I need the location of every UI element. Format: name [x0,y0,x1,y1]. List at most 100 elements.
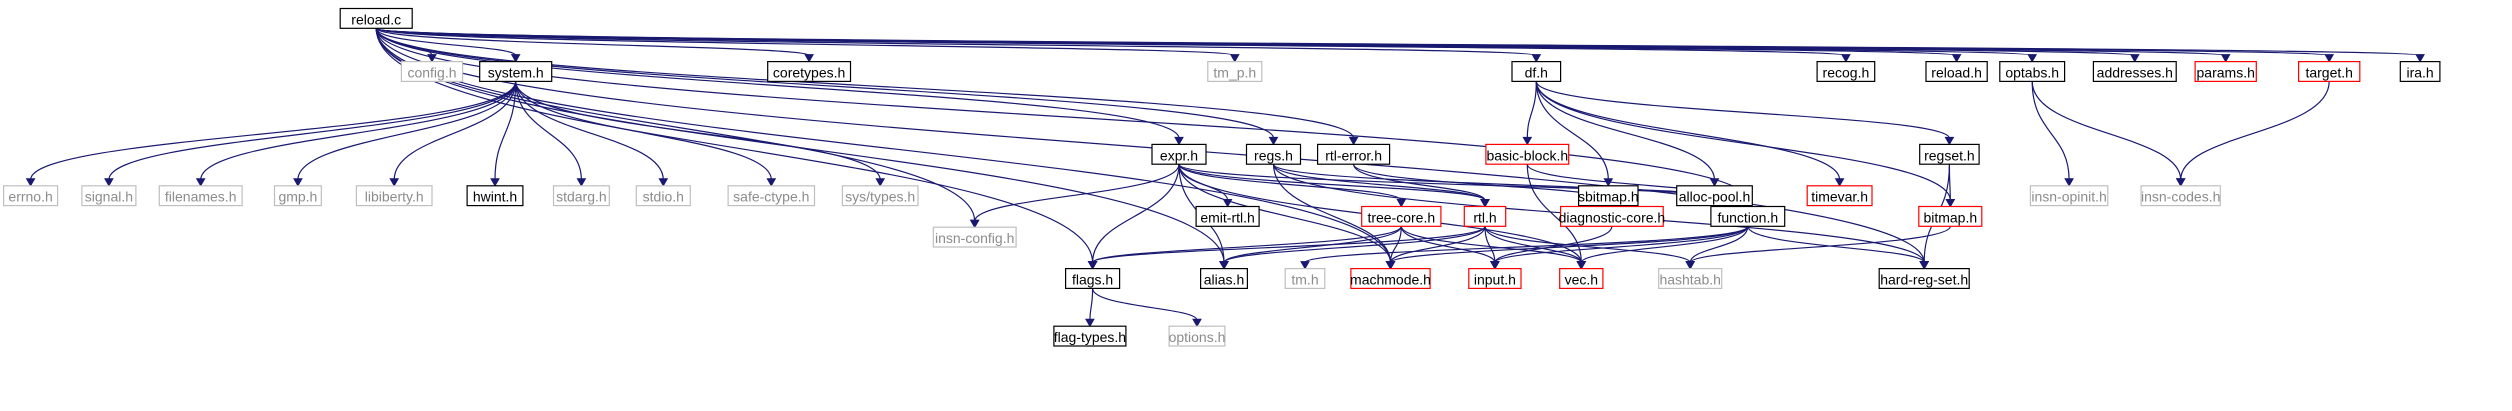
node-hard-reg-set-h[interactable]: hard-reg-set.h [1878,268,1970,290]
node-label: hard-reg-set.h [1880,272,1968,288]
arrowhead [1348,136,1359,146]
edge-df_h-to-sbitmap_h [1535,81,1609,180]
edge-system_h-to-sys_types_h [515,81,881,180]
node-system-h[interactable]: system.h [479,60,553,82]
edge-optabs_h-to-insn_opinit_h [2031,81,2070,180]
arrowhead [1480,199,1490,208]
node-emit-rtl-h[interactable]: emit-rtl.h [1195,205,1260,227]
arrowhead [1531,54,1542,63]
node-box [273,185,322,207]
node-ira-h[interactable]: ira.h [2399,60,2441,82]
node-rtl-error-h[interactable]: rtl-error.h [1316,143,1391,165]
edge-rtl_h-to-alias_h [1223,226,1486,264]
node-machmode-h[interactable]: machmode.h [1350,268,1431,290]
node-label: vec.h [1565,272,1598,288]
node-diagnostic-core-h[interactable]: diagnostic-core.h [1559,205,1666,227]
node-regs-h[interactable]: regs.h [1245,143,1302,165]
arrowhead [2324,54,2335,63]
node-recog-h[interactable]: recog.h [1816,60,1876,82]
node-target-h[interactable]: target.h [2298,60,2361,82]
node-box [1199,268,1248,290]
node-errno-h: errno.h [2,185,59,207]
node-expr-h[interactable]: expr.h [1151,143,1207,165]
node-rtl-h[interactable]: rtl.h [1463,205,1507,227]
node-box [1316,143,1391,165]
arrowhead [1490,261,1500,270]
node-label: alias.h [1204,272,1244,288]
edge-system_h-to-libiberty_h [393,81,517,180]
node-label: stdio.h [643,189,684,205]
node-df-h[interactable]: df.h [1511,60,1562,82]
arrowhead [1192,318,1202,328]
arrowhead [875,178,886,187]
node-sbitmap-h[interactable]: sbitmap.h [1578,185,1639,207]
arrowhead [2175,178,2186,187]
node-function-h[interactable]: function.h [1710,205,1786,227]
edge-system_h-to-stdio_h [515,81,664,180]
arrowhead [2027,54,2038,63]
arrowhead [804,54,814,63]
node-flag-types-h[interactable]: flag-types.h [1053,325,1127,347]
node-box [1559,205,1664,227]
node-box [2,185,59,207]
node-tree-core-h[interactable]: tree-core.h [1361,205,1442,227]
node-label: tm.h [1291,272,1318,288]
node-params-h[interactable]: params.h [2194,60,2257,82]
node-reload-h[interactable]: reload.h [1925,60,1988,82]
node-box [1463,205,1507,227]
node-basic-block-h[interactable]: basic-block.h [1485,143,1570,165]
node-bitmap-h[interactable]: bitmap.h [1918,205,1983,227]
node-label: ira.h [2406,65,2433,81]
node-safe-ctype-h: safe-ctype.h [727,185,816,207]
arrowhead [1709,178,1720,187]
edge-reload_c-to-rtl_error_h [375,28,1355,139]
node-box [1195,205,1260,227]
node-hwint-h[interactable]: hwint.h [466,185,524,207]
arrowhead [293,178,303,187]
arrowhead [1174,136,1184,146]
edge-function_h-to-input_h [1494,226,1749,264]
node-box [1559,268,1604,290]
node-input-h[interactable]: input.h [1468,268,1522,290]
node-label: target.h [2305,65,2352,81]
node-regset-h[interactable]: regset.h [1919,143,1980,165]
node-reload-c[interactable]: reload.c [339,7,413,29]
edge-system_h-to-filenames_h [200,81,517,180]
node-box [1710,205,1786,227]
node-box [1350,268,1431,290]
node-alias-h[interactable]: alias.h [1199,268,1248,290]
node-box [479,60,553,82]
node-timevar-h[interactable]: timevar.h [1806,185,1873,207]
node-label: reload.h [1931,65,1982,81]
node-flags-h[interactable]: flags.h [1064,268,1121,290]
edge-reload_c-to-expr_h [375,28,1180,139]
node-addresses-h[interactable]: addresses.h [2092,60,2177,82]
edge-diagnostic_core_h-to-input_h [1494,226,1613,263]
node-label: hwint.h [473,189,517,205]
edge-reload_c-to-system_h [375,28,517,57]
node-coretypes-h[interactable]: coretypes.h [767,60,852,82]
node-insn-config-h: insn-config.h [932,226,1017,248]
edge-reload_c-to-optabs_h [375,27,2033,57]
node-vec-h[interactable]: vec.h [1559,268,1604,290]
edge-rtl_error_h-to-rtl_h [1353,163,1486,201]
edge-system_h-to-errno_h [30,81,517,180]
edge-flags_h-to-options_h [1092,288,1198,321]
node-optabs-h[interactable]: optabs.h [1999,60,2066,82]
arrowhead [1385,261,1396,270]
node-stdio-h: stdio.h [635,185,691,207]
node-insn-opinit-h: insn-opinit.h [2029,185,2109,207]
node-alloc-pool-h[interactable]: alloc-pool.h [1676,185,1753,207]
edge-regs_h-to-rtl_h [1272,163,1486,202]
node-box [552,185,610,207]
node-box [1878,268,1970,290]
node-label: signal.h [85,189,133,205]
edge-rtl_h-to-machmode_h [1389,226,1486,263]
node-label: rtl-error.h [1325,147,1382,163]
node-box [727,185,816,207]
node-box [1207,60,1263,82]
arrowhead [766,178,777,187]
node-label: tree-core.h [1367,209,1435,225]
arrowhead [389,178,400,187]
